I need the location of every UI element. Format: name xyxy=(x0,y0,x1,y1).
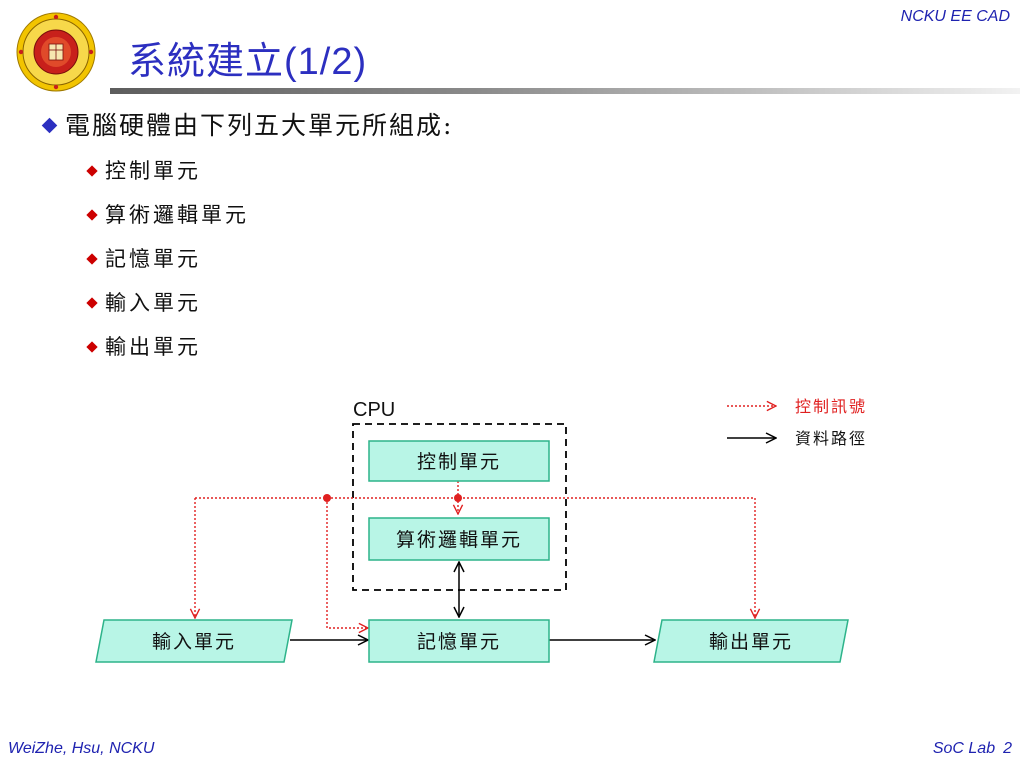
sub-bullet-alu: 算術邏輯單元 xyxy=(86,199,249,229)
node-alu-label: 算術邏輯單元 xyxy=(396,529,522,551)
sub-bullet-text: 算術邏輯單元 xyxy=(105,203,249,227)
legend-data-label: 資料路徑 xyxy=(795,429,867,448)
main-bullet-text: 電腦硬體由下列五大單元所組成: xyxy=(65,111,454,140)
legend-control-label: 控制訊號 xyxy=(795,397,867,416)
university-seal-icon xyxy=(16,12,96,92)
sub-bullet-text: 輸出單元 xyxy=(105,335,201,359)
junction-dot xyxy=(454,494,462,502)
footer-page-number: 2 xyxy=(1003,740,1012,757)
node-control-unit: 控制單元 xyxy=(368,440,550,482)
node-control-unit-label: 控制單元 xyxy=(417,451,501,473)
legend: 控制訊號 資料路徑 xyxy=(727,397,867,448)
node-input-unit: 輸入單元 xyxy=(95,619,293,663)
node-memory-unit: 記憶單元 xyxy=(368,619,550,663)
cpu-label: CPU xyxy=(353,399,395,421)
sub-bullet-memory: 記憶單元 xyxy=(86,243,201,273)
junction-dot xyxy=(323,494,331,502)
sub-bullet-text: 控制單元 xyxy=(105,159,201,183)
main-bullet: 電腦硬體由下列五大單元所組成: xyxy=(41,106,454,142)
footer-course-page: SoC Lab 2 xyxy=(933,740,1012,758)
node-alu: 算術邏輯單元 xyxy=(368,517,550,561)
sub-bullet-input: 輸入單元 xyxy=(86,287,201,317)
footer-course: SoC Lab xyxy=(932,740,996,757)
page-title: 系統建立(1/2) xyxy=(128,30,367,85)
sub-bullet-output: 輸出單元 xyxy=(86,331,201,361)
page-title-suffix: (1/2) xyxy=(284,41,368,83)
sub-bullet-text: 記憶單元 xyxy=(105,247,201,271)
sub-bullet-control: 控制單元 xyxy=(86,155,201,185)
node-input-unit-label: 輸入單元 xyxy=(152,631,236,653)
node-output-unit-label: 輸出單元 xyxy=(709,631,793,653)
sub-bullet-text: 輸入單元 xyxy=(105,291,201,315)
data-path-lines xyxy=(290,562,655,640)
page-title-main: 系統建立 xyxy=(128,39,285,83)
footer-author: WeiZhe, Hsu, NCKU xyxy=(8,740,155,757)
node-output-unit: 輸出單元 xyxy=(653,619,849,663)
control-signal-lines xyxy=(195,481,755,628)
title-divider xyxy=(110,88,1020,94)
node-memory-unit-label: 記憶單元 xyxy=(417,631,501,653)
org-label: NCKU EE CAD xyxy=(900,8,1010,25)
